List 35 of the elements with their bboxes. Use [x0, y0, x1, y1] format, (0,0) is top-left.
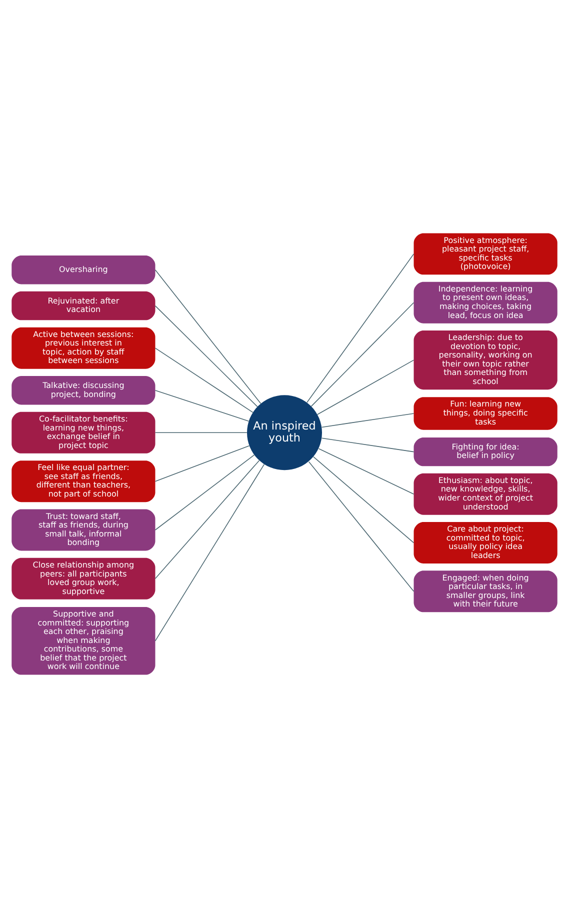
- connector: [154, 270, 262, 404]
- connector: [154, 454, 255, 530]
- node-box: Independence: learning to present own ideas, making choices, taking lead, focus on idea: [414, 282, 558, 324]
- node-box: Fighting for idea: belief in policy: [414, 437, 558, 466]
- node-box: Close relationship among peers: all participants loved group work, supportive: [12, 558, 156, 600]
- node-box: Trust: toward staff, staff as friends, during small talk, informal bonding: [12, 509, 156, 551]
- connector: [154, 348, 254, 413]
- connector: [308, 461, 414, 592]
- node-box: Feel like equal partner: see staff as friends, different than teachers, not part of school: [12, 460, 156, 502]
- connector: [316, 360, 414, 415]
- connector: [321, 413, 414, 428]
- node-box: Engaged: when doing particular tasks, in smaller groups, link with their future: [414, 570, 558, 612]
- node-box: Co-facilitator benefits: learning new things, exchange belief in project topic: [12, 412, 156, 454]
- connector: [154, 460, 260, 580]
- node-box: Fun: learning new things, doing specific tasks: [414, 397, 558, 430]
- connector: [313, 456, 414, 544]
- connector: [154, 390, 249, 422]
- node-box: Active between sessions: previous interest in topic, action by staff between sessions: [12, 327, 156, 369]
- connector: [154, 445, 250, 482]
- connector: [154, 464, 265, 642]
- connector: [154, 305, 258, 408]
- node-box: Ethusiasm: about topic, new knowledge, skills, wider context of project understood: [414, 473, 558, 515]
- node-box: Rejuvinated: after vacation: [12, 291, 156, 320]
- connector: [310, 302, 414, 407]
- node-box: Leadership: due to devotion to topic, personality, working on their own topic rather than something from school: [414, 330, 558, 390]
- node-box: Supportive and committed: supporting each other, praising when making contributions, some belief that the project work will continue: [12, 607, 156, 675]
- connector: [154, 432, 248, 434]
- node-box: Talkative: discussing project, bonding: [12, 376, 156, 405]
- connector: [321, 438, 414, 452]
- node-box: Positive atmosphere: pleasant project staff, specific tasks (photovoice): [414, 233, 558, 275]
- connector: [318, 448, 414, 494]
- node-circle: An inspired youth: [247, 395, 322, 470]
- node-box: Oversharing: [12, 256, 156, 284]
- node-box: Care about project: committed to topic, usually policy idea leaders: [414, 522, 558, 564]
- connector: [306, 254, 414, 403]
